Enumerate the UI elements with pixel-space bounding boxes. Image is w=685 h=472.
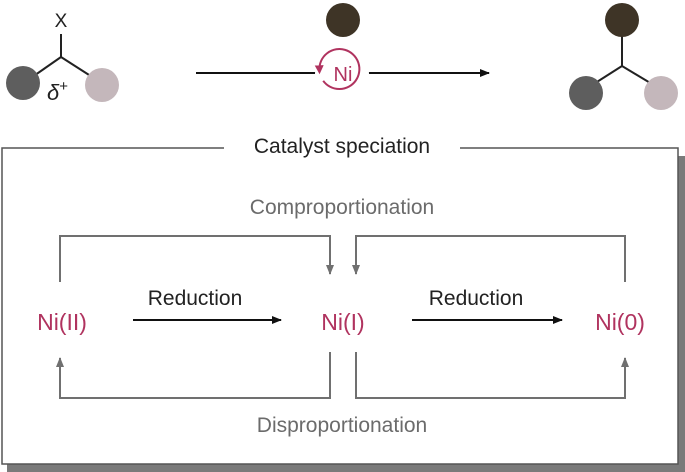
product-dark-grey-sphere	[569, 76, 603, 110]
disproportionation-label: Disproportionation	[257, 414, 427, 437]
comproportionation-label: Comproportionation	[250, 196, 434, 219]
pink-grey-sphere	[85, 68, 119, 102]
disproportionation-right-arrow	[355, 352, 629, 399]
catalyst-speciation-box: Catalyst speciation	[1, 135, 685, 472]
comproportionation-right-arrow	[352, 235, 626, 282]
leaving-group-label: X	[55, 11, 68, 32]
product-brown-sphere	[605, 3, 639, 37]
disproportionation-pathway: Disproportionation	[56, 352, 629, 437]
species-ni0: Ni(0)	[595, 309, 645, 335]
box-frame	[1, 147, 679, 465]
catalytic-reaction-arrow: Ni	[196, 3, 490, 101]
dark-grey-sphere	[6, 66, 40, 100]
box-title-mask	[224, 138, 460, 158]
species-ni2: Ni(II)	[37, 309, 87, 335]
comproportionation-left-arrow	[59, 235, 334, 282]
reduction-right-label: Reduction	[429, 287, 524, 310]
nickel-catalyst-label: Ni	[334, 64, 353, 86]
reduction-left-label: Reduction	[148, 287, 243, 310]
comproportionation-pathway: Comproportionation	[59, 196, 626, 282]
nucleophile-sphere	[326, 3, 360, 37]
substrate-molecule: X δ+	[6, 11, 119, 105]
disproportionation-left-arrow	[56, 352, 331, 399]
product-pink-grey-sphere	[644, 76, 678, 110]
reduction-pathway: Reduction Reduction	[133, 287, 563, 324]
catalytic-cycle-icon	[314, 48, 361, 91]
partial-charge-label: δ+	[47, 78, 68, 105]
species-ni1: Ni(I)	[321, 309, 364, 335]
nickel-species: Ni(II) Ni(I) Ni(0)	[37, 309, 645, 335]
product-molecule	[569, 3, 678, 110]
box-title: Catalyst speciation	[254, 135, 430, 158]
nickel-circle-mask	[315, 47, 369, 101]
